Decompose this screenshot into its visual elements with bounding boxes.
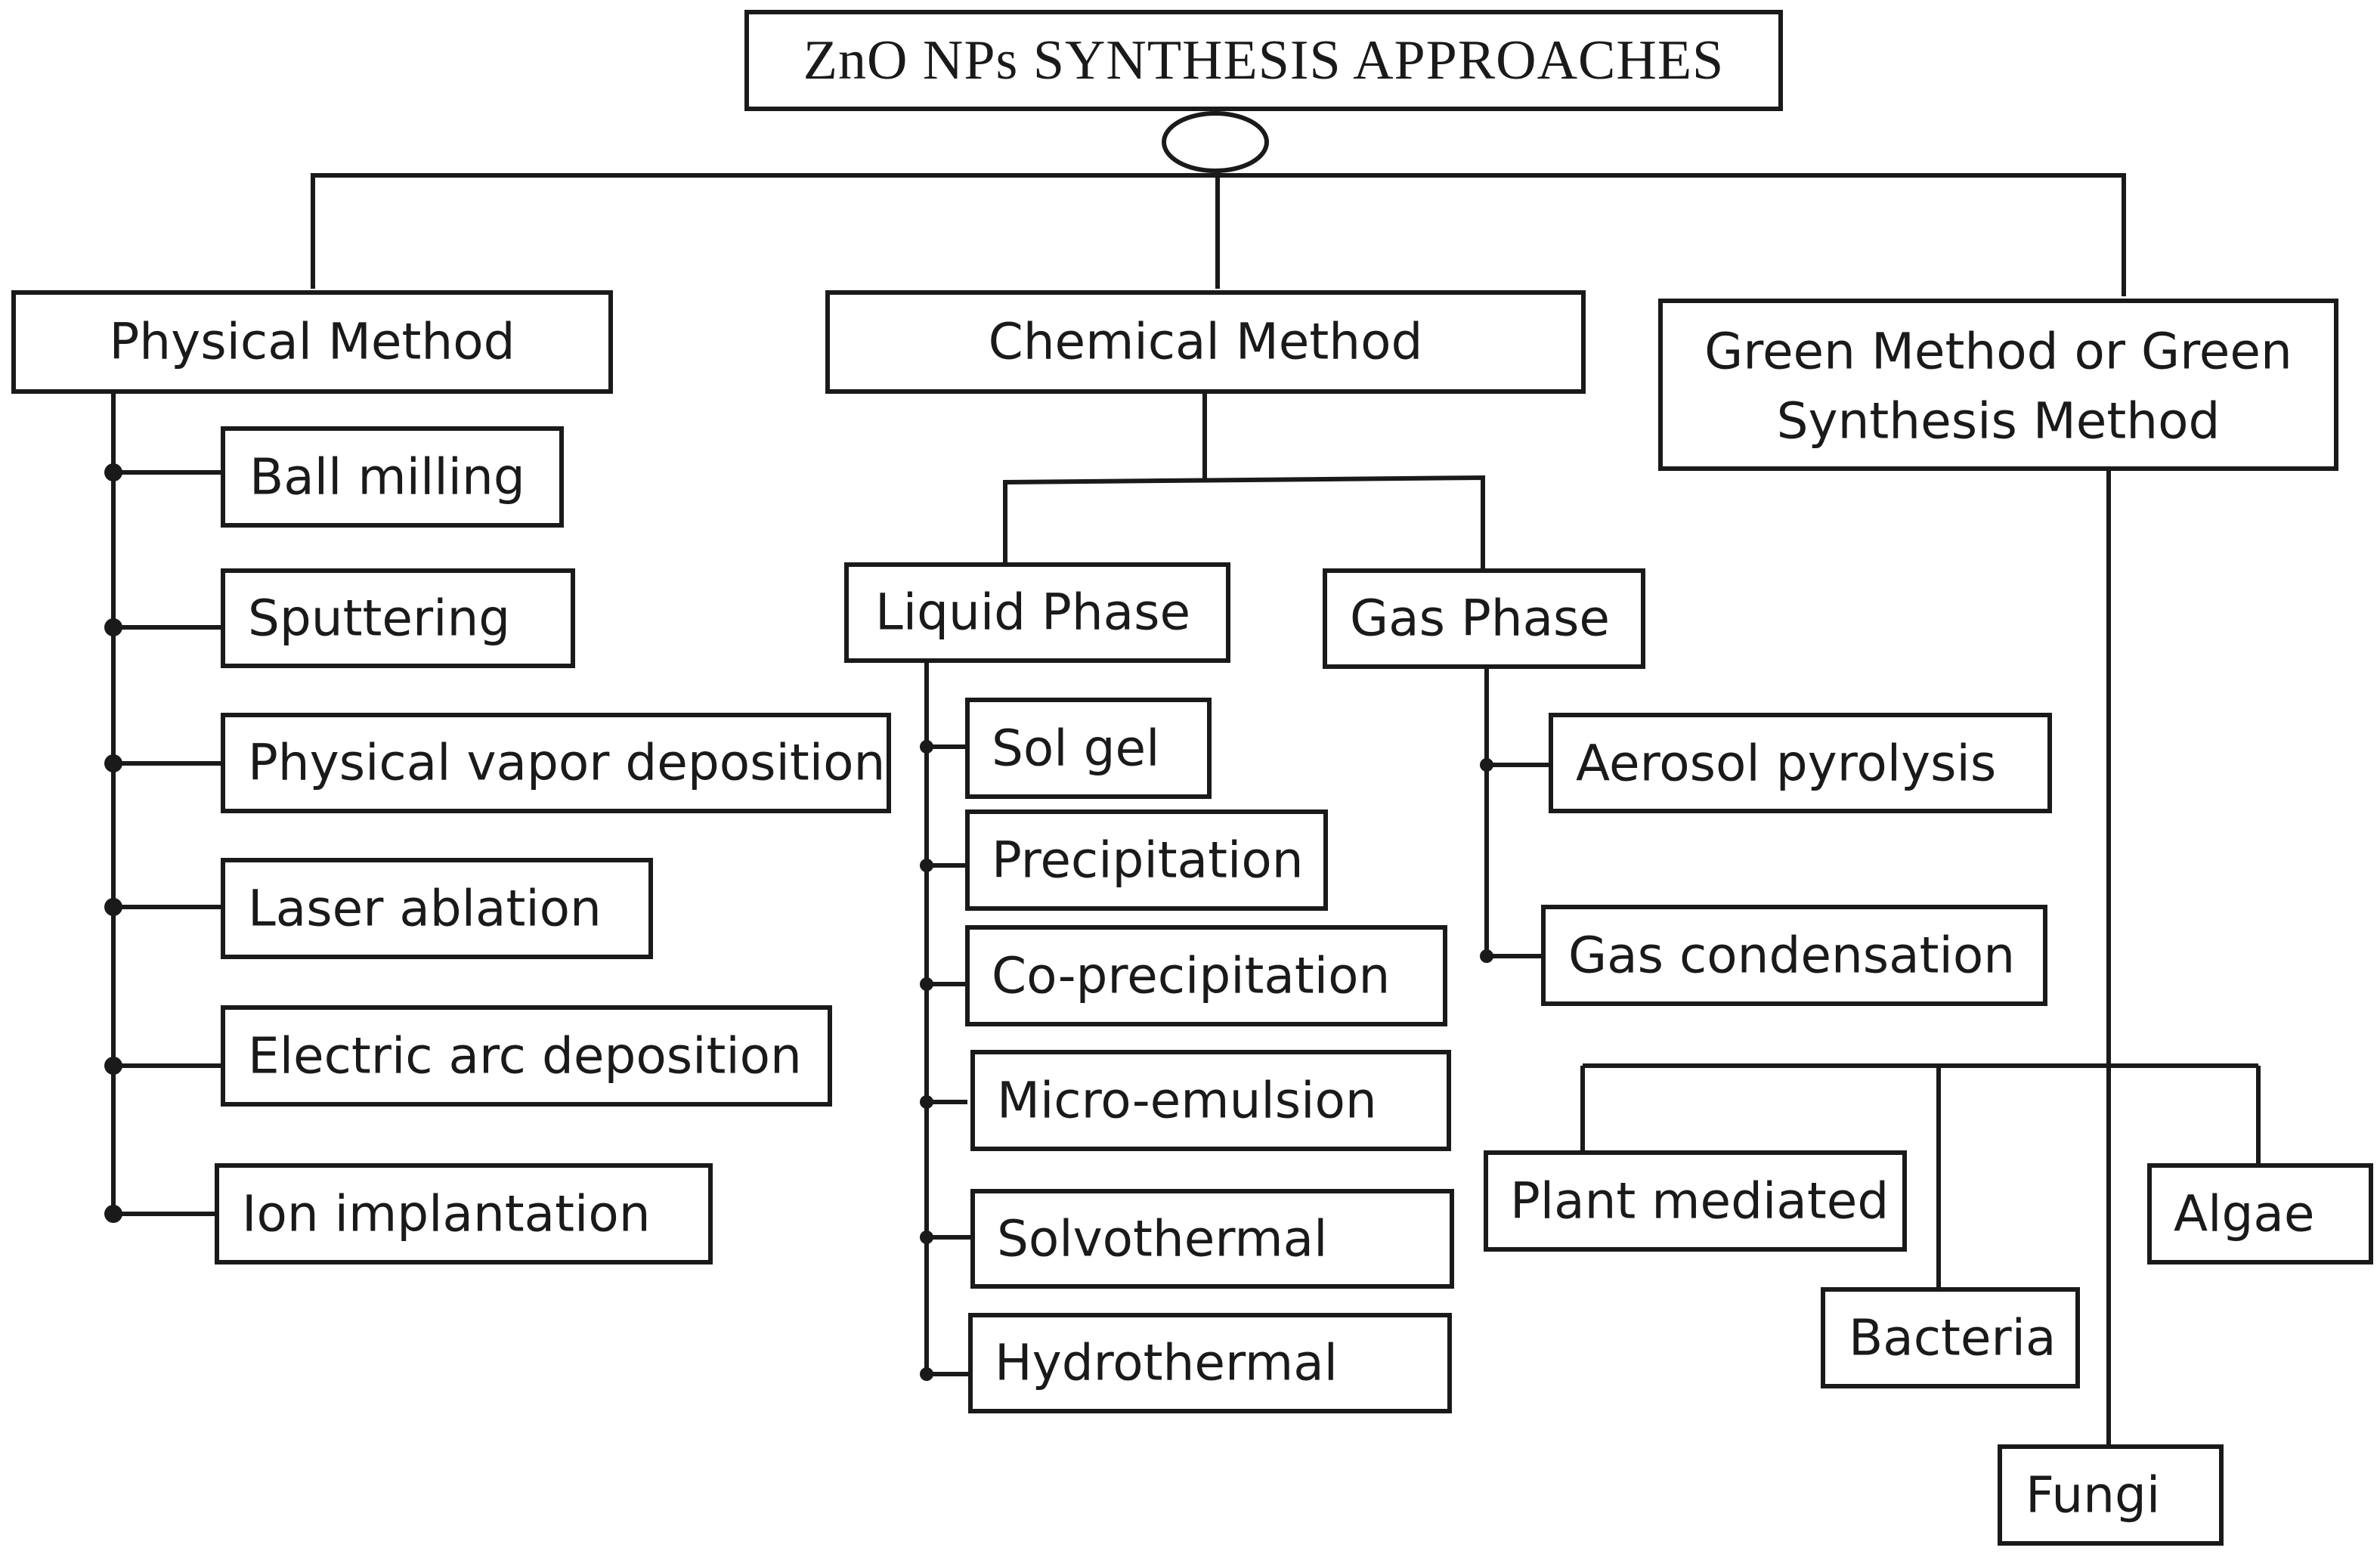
green-method-node: Green Method or Green Synthesis Method bbox=[1658, 299, 2338, 471]
svg-text:Bacteria: Bacteria bbox=[1849, 1309, 2056, 1367]
liquid-item: Hydrothermal bbox=[968, 1313, 1452, 1413]
liquid-item: Precipitation bbox=[965, 809, 1328, 911]
green-item: Bacteria bbox=[1821, 1287, 2080, 1388]
physical-item: Physical vapor deposition bbox=[221, 713, 891, 813]
gas-item: Gas condensation bbox=[1541, 905, 2047, 1006]
green-item: Plant mediated bbox=[1484, 1150, 1907, 1252]
physical-item: Ball milling bbox=[221, 426, 564, 528]
junction-dot bbox=[1480, 758, 1493, 772]
svg-text:Gas condensation: Gas condensation bbox=[1568, 927, 2015, 985]
root-node: ZnO NPs SYNTHESIS APPROACHES bbox=[744, 10, 1783, 111]
green-method-label-line2: Synthesis Method bbox=[1777, 392, 2221, 450]
gas-phase-label: Gas Phase bbox=[1350, 590, 1610, 648]
physical-item: Sputtering bbox=[221, 568, 575, 668]
junction-dot bbox=[1480, 949, 1493, 963]
svg-text:Laser ablation: Laser ablation bbox=[248, 880, 602, 938]
svg-text:Electric arc deposition: Electric arc deposition bbox=[248, 1027, 802, 1085]
junction-dot bbox=[920, 977, 933, 991]
junction-dot bbox=[920, 1095, 933, 1109]
root-connector-oval bbox=[1162, 111, 1269, 173]
svg-text:Co-precipitation: Co-precipitation bbox=[992, 947, 1390, 1005]
svg-text:Precipitation: Precipitation bbox=[992, 831, 1304, 890]
svg-text:Ion implantation: Ion implantation bbox=[242, 1185, 651, 1243]
svg-text:Ball milling: Ball milling bbox=[249, 448, 525, 506]
liquid-item: Co-precipitation bbox=[965, 925, 1447, 1026]
green-item: Algae bbox=[2147, 1163, 2373, 1264]
junction-dot bbox=[104, 898, 122, 916]
svg-text:Solvothermal: Solvothermal bbox=[997, 1210, 1327, 1268]
svg-text:Aerosol pyrolysis: Aerosol pyrolysis bbox=[1576, 735, 1996, 793]
chemical-split-bar bbox=[1003, 475, 1485, 571]
physical-item: Laser ablation bbox=[221, 858, 653, 959]
junction-dot bbox=[920, 740, 933, 754]
svg-text:Physical vapor deposition: Physical vapor deposition bbox=[248, 734, 885, 792]
physical-item: Ion implantation bbox=[215, 1163, 713, 1264]
root-label: ZnO NPs SYNTHESIS APPROACHES bbox=[803, 29, 1724, 91]
svg-text:Micro-emulsion: Micro-emulsion bbox=[997, 1072, 1377, 1130]
junction-dot bbox=[920, 1230, 933, 1244]
chemical-method-node: Chemical Method bbox=[825, 290, 1586, 394]
svg-text:Hydrothermal: Hydrothermal bbox=[995, 1334, 1338, 1392]
liquid-phase-label: Liquid Phase bbox=[875, 583, 1190, 642]
connectors bbox=[104, 171, 2261, 1447]
top-branch-bar bbox=[311, 173, 2126, 296]
liquid-item: Sol gel bbox=[965, 698, 1212, 799]
svg-text:Sputtering: Sputtering bbox=[248, 590, 510, 648]
physical-item: Electric arc deposition bbox=[221, 1005, 832, 1107]
green-method-label-line1: Green Method or Green bbox=[1704, 323, 2292, 381]
liquid-phase-node: Liquid Phase bbox=[844, 562, 1230, 663]
junction-dot bbox=[104, 618, 122, 636]
junction-dot bbox=[104, 1057, 122, 1075]
junction-dot bbox=[104, 754, 122, 772]
green-item: Fungi bbox=[1998, 1444, 2224, 1546]
junction-dot bbox=[920, 1367, 933, 1381]
physical-method-label: Physical Method bbox=[110, 313, 515, 371]
liquid-item: Micro-emulsion bbox=[970, 1050, 1451, 1151]
chemical-method-label: Chemical Method bbox=[989, 313, 1423, 371]
gas-item: Aerosol pyrolysis bbox=[1549, 713, 2052, 813]
svg-text:Sol gel: Sol gel bbox=[992, 720, 1159, 778]
svg-text:Plant mediated: Plant mediated bbox=[1510, 1172, 1889, 1230]
physical-method-node: Physical Method bbox=[11, 290, 613, 394]
gas-phase-node: Gas Phase bbox=[1323, 568, 1645, 669]
svg-text:Algae: Algae bbox=[2174, 1185, 2314, 1243]
junction-dot bbox=[104, 463, 122, 481]
liquid-item: Solvothermal bbox=[970, 1189, 1454, 1289]
svg-text:Fungi: Fungi bbox=[2026, 1466, 2160, 1524]
junction-dot bbox=[920, 859, 933, 872]
junction-dot bbox=[104, 1205, 122, 1223]
